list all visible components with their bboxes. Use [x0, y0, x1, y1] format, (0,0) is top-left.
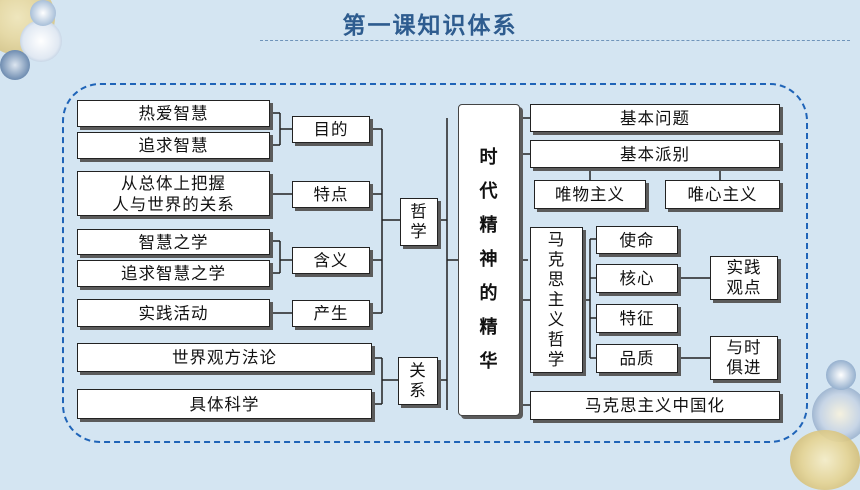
purpose-item-pursue-wisdom: 追求智慧	[77, 132, 270, 159]
feature-line-2: 人与世界的关系	[112, 194, 235, 214]
quality-detail-line-2: 俱进	[726, 358, 762, 377]
quality-detail: 与时 俱进	[710, 336, 778, 380]
feature-item: 从总体上把握 人与世界的关系	[77, 171, 270, 216]
marxism-char-4: 主	[547, 290, 566, 309]
center-char-6: 精	[479, 317, 499, 338]
marxism-char-3: 思	[547, 270, 566, 289]
relation-worldview: 世界观方法论	[77, 343, 372, 372]
center-char-7: 华	[479, 351, 499, 372]
marxism-char-6: 哲	[547, 330, 566, 349]
meaning-item-wisdom-study: 智慧之学	[77, 229, 270, 255]
core-detail-line-2: 观点	[726, 278, 762, 297]
label-purpose: 目的	[292, 116, 370, 143]
philosophy-box: 哲 学	[400, 198, 438, 246]
marxism-char-7: 学	[547, 350, 566, 369]
marxism-char-5: 义	[547, 310, 566, 329]
center-era-essence: 时 代 精 神 的 精 华	[458, 104, 520, 416]
core-detail: 实践 观点	[710, 256, 778, 300]
philosophy-char-1: 哲	[410, 202, 428, 221]
mission: 使命	[596, 226, 678, 254]
relation-label-box: 关 系	[398, 357, 438, 405]
marxist-philosophy: 马 克 思 主 义 哲 学	[530, 227, 583, 373]
quality-detail-line-1: 与时	[726, 338, 762, 357]
label-origin: 产生	[292, 300, 370, 327]
center-char-5: 的	[479, 283, 499, 304]
center-char-4: 神	[479, 249, 499, 270]
marxism-char-2: 克	[547, 250, 566, 269]
relation-char-2: 系	[409, 381, 427, 400]
center-char-2: 代	[479, 181, 499, 202]
idealism: 唯心主义	[665, 180, 780, 209]
features: 特征	[596, 304, 678, 333]
philosophy-char-2: 学	[410, 222, 428, 241]
relation-char-1: 关	[409, 361, 427, 380]
core: 核心	[596, 264, 678, 293]
meaning-item-pursue-study: 追求智慧之学	[77, 260, 270, 287]
core-detail-line-1: 实践	[726, 258, 762, 277]
title-divider	[260, 40, 850, 41]
origin-item: 实践活动	[77, 299, 270, 327]
feature-line-1: 从总体上把握	[121, 173, 226, 193]
basic-schools: 基本派别	[530, 140, 780, 168]
marxism-char-1: 马	[547, 230, 566, 249]
basic-question: 基本问题	[530, 104, 780, 132]
purpose-item-love-wisdom: 热爱智慧	[77, 100, 270, 127]
center-char-1: 时	[479, 147, 499, 168]
sinicization: 马克思主义中国化	[530, 391, 780, 420]
label-feature: 特点	[292, 181, 370, 208]
center-char-3: 精	[479, 215, 499, 236]
diagram-frame	[62, 83, 808, 443]
materialism: 唯物主义	[534, 180, 646, 209]
quality: 品质	[596, 344, 678, 373]
page-title: 第一课知识体系	[342, 13, 518, 39]
label-meaning: 含义	[292, 247, 370, 274]
relation-concrete-science: 具体科学	[77, 389, 372, 419]
